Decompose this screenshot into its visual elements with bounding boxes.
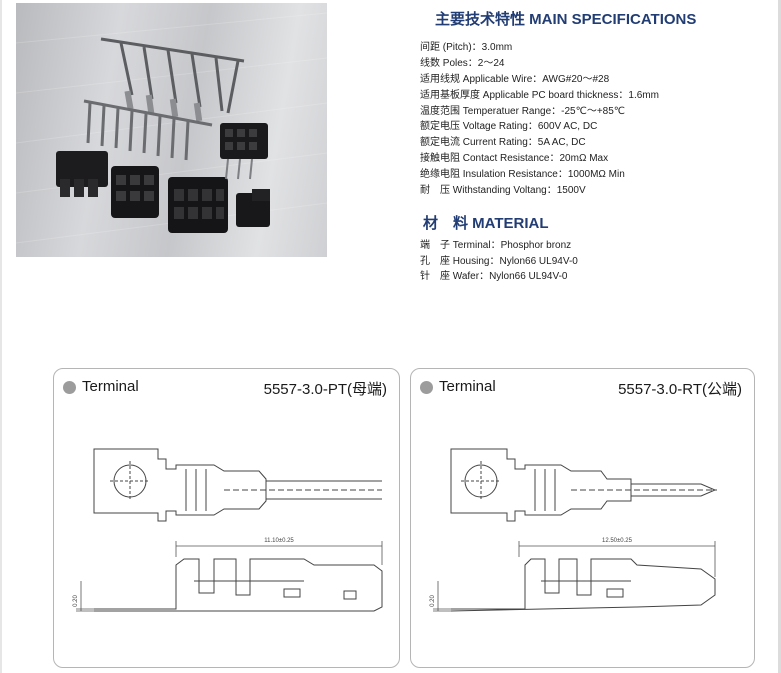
drawing-panel-female-terminal: Terminal 5557-3.0-PT(母端) 11.10±0.25 0. — [53, 368, 400, 668]
panel-header: Terminal 5557-3.0-PT(母端) — [63, 378, 387, 398]
page-edge-left — [0, 0, 2, 673]
panel-label: Terminal — [82, 378, 139, 395]
bullet-dot-icon — [63, 381, 76, 394]
spec-item: 适用线规 Applicable Wire：AWG#20～#28 — [420, 73, 610, 85]
length-dimension: 11.10±0.25 — [264, 538, 294, 544]
material-item: 针 座 Wafer：Nylon66 UL94V-0 — [420, 271, 568, 282]
page-edge-right — [778, 0, 781, 673]
spec-item: 额定电流 Current Rating：5A AC, DC — [420, 137, 586, 149]
specifications-heading: 主要技术特性 MAIN SPECIFICATIONS — [435, 11, 697, 28]
connector-parts-illustration — [16, 12, 327, 244]
connector-housings — [56, 123, 270, 233]
spec-item: 线数 Poles：2～24 — [420, 57, 505, 69]
material-heading: 材 料 MATERIAL — [423, 215, 549, 232]
product-photo — [16, 3, 327, 257]
part-number: 5557-3.0-RT(公端) — [618, 381, 742, 398]
drawing-panel-male-terminal: Terminal 5557-3.0-RT(公端) 12.50±0.25 0.20 — [410, 368, 755, 668]
thickness-dimension: 0.20 — [73, 595, 79, 607]
panel-header: Terminal 5557-3.0-RT(公端) — [420, 378, 742, 398]
bullet-dot-icon — [420, 381, 433, 394]
spec-item: 温度范围 Temperatuer Range：-25℃～+85℃ — [420, 105, 626, 117]
spec-item: 适用基板厚度 Applicable PC board thickness：1.6… — [420, 89, 659, 101]
female-terminal-drawing: 11.10±0.25 0.20 — [73, 448, 383, 612]
length-dimension: 12.50±0.25 — [602, 538, 633, 544]
spec-item: 额定电压 Voltage Rating：600V AC, DC — [420, 121, 598, 133]
specifications-list: 间距 (Pitch)：3.0mm 线数 Poles：2～24 适用线规 Appl… — [420, 40, 659, 199]
material-item: 孔 座 Housing：Nylon66 UL94V-0 — [420, 255, 578, 267]
material-item: 端 子 Terminal：Phosphor bronz — [420, 240, 572, 251]
thickness-dimension: 0.20 — [430, 595, 436, 607]
spec-item: 绝缘电阻 Insulation Resistance：1000MΩ Min — [420, 169, 625, 181]
terminal-strip-upper — [100, 37, 245, 114]
spec-item: 接触电阻 Contact Resistance：20mΩ Max — [420, 153, 609, 165]
panel-label: Terminal — [439, 378, 496, 395]
material-list: 端 子 Terminal：Phosphor bronz 孔 座 Housing：… — [420, 238, 578, 285]
spec-item: 间距 (Pitch)：3.0mm — [420, 42, 513, 53]
male-terminal-drawing: 12.50±0.25 0.20 — [430, 448, 717, 612]
part-number: 5557-3.0-PT(母端) — [263, 381, 387, 398]
spec-item: 耐 压 Withstanding Voltang：1500V — [420, 185, 586, 197]
